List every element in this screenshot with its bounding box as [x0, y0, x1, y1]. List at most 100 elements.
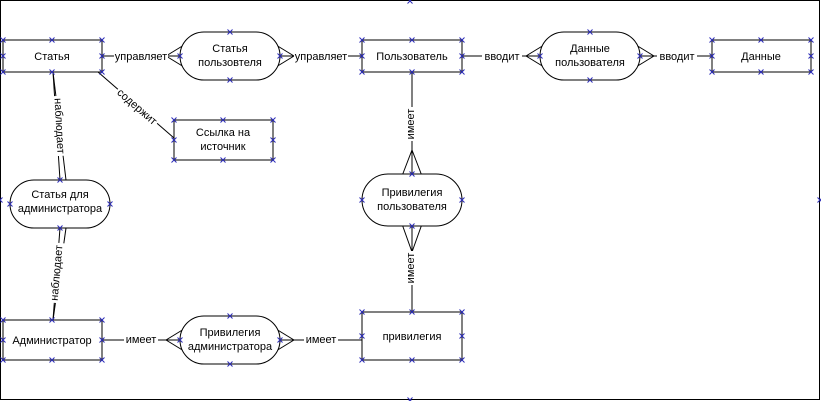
entity-article[interactable]: Статья: [2, 39, 103, 73]
connection-marker: [177, 53, 183, 59]
connection-marker: [408, 397, 413, 401]
relation-label-line2: администратора: [188, 341, 273, 353]
edge-crowfoot: [411, 149, 423, 177]
edge-label-article-observes: наблюдает: [52, 98, 67, 154]
entity-box: [173, 119, 274, 161]
entity-label: Пользователь: [376, 51, 448, 63]
connection-marker: [177, 337, 183, 343]
connection-marker: [709, 53, 715, 59]
connection-marker: [220, 117, 226, 123]
relation-label-line1: Статья для: [31, 189, 88, 201]
connection-marker: [459, 53, 465, 59]
connection-marker: [359, 333, 365, 339]
edge-crowfoot: [275, 55, 295, 68]
relation-shape: [179, 31, 281, 81]
connection-marker: [171, 137, 177, 143]
edge-label-data-enters: вводит: [659, 51, 694, 63]
connection-marker: [0, 53, 6, 59]
connection-marker: [637, 53, 643, 59]
connection-marker: [227, 313, 233, 319]
connection-marker: [270, 137, 276, 143]
edge-label-privilege-has-group: имеет: [404, 251, 417, 285]
connection-marker: [359, 37, 365, 43]
connection-marker: [459, 309, 465, 315]
edge-crowfoot: [275, 339, 295, 352]
relation-label-line2: пользователя: [377, 201, 447, 213]
edge-crowfoot: [165, 339, 185, 352]
connection-marker: [99, 37, 105, 43]
label-bg: [114, 50, 168, 63]
edge-label-admin-observes: наблюдает: [49, 245, 66, 302]
edge-crowfoot: [411, 223, 423, 253]
connection-marker: [359, 53, 365, 59]
connection-marker: [0, 69, 6, 75]
connection-marker: [99, 53, 105, 59]
entity-label: Статья: [34, 51, 70, 63]
connection-marker: [409, 357, 415, 363]
label-bg: [294, 50, 348, 63]
connection-marker: [758, 69, 764, 75]
edge-crowfoot: [165, 44, 185, 57]
connection-marker: [709, 37, 715, 43]
entity-label-line2: источник: [200, 141, 245, 153]
relation-label-line1: Статья: [212, 43, 248, 55]
connection-marker: [409, 171, 415, 177]
connection-marker: [0, 199, 3, 203]
connection-marker: [57, 225, 63, 231]
edge-crowfoot: [635, 55, 655, 68]
connection-marker: [359, 197, 365, 203]
relation-user-data[interactable]: Данные пользователя: [539, 31, 641, 81]
entity-privilege[interactable]: привилегия: [361, 311, 463, 361]
connection-marker: [459, 69, 465, 75]
relation-admin-privilege[interactable]: Привилегия администратора: [179, 315, 281, 365]
connection-marker: [270, 157, 276, 163]
entity-label: Данные: [741, 51, 781, 63]
relation-label-line2: администратора: [18, 203, 103, 215]
connection-marker: [359, 309, 365, 315]
connection-marker: [277, 53, 283, 59]
connection-marker: [49, 37, 55, 43]
entity-source-link[interactable]: Ссылка на источник: [173, 119, 274, 161]
edge-crowfoot: [525, 55, 545, 68]
edge-crowfoot: [635, 44, 655, 57]
connection-marker: [49, 69, 55, 75]
edge-crowfoot: [165, 55, 185, 68]
connection-marker: [0, 357, 6, 363]
connection-marker: [57, 177, 63, 183]
edge-crowfoot: [401, 149, 413, 177]
edge-label-admin-observes-group: наблюдает: [47, 242, 66, 304]
entity-label: Администратор: [12, 335, 91, 347]
relation-shape: [179, 315, 281, 365]
edge-crowfoot: [275, 328, 295, 341]
edge-label-admin-has: имеет: [126, 334, 157, 346]
relation-label-line1: Привилегия: [382, 187, 443, 199]
entity-administrator[interactable]: Администратор: [2, 319, 103, 361]
label-bg: [304, 333, 338, 346]
connection-marker: [537, 53, 543, 59]
relation-user-article[interactable]: Статья пользовтеля: [179, 31, 281, 81]
label-bg: [124, 333, 158, 346]
relation-label-line2: пользователя: [555, 57, 625, 69]
label-bg: [51, 95, 68, 157]
connection-marker: [587, 77, 593, 83]
connection-marker: [359, 69, 365, 75]
connection-marker: [808, 53, 814, 59]
connection-marker: [227, 77, 233, 83]
edge-crowfoot: [165, 328, 185, 341]
edge-label-user-enters: вводит: [484, 51, 519, 63]
connection-marker: [227, 361, 233, 367]
label-bg: [482, 50, 522, 63]
edge-crowfoot: [525, 44, 545, 57]
label-bg: [113, 84, 161, 129]
connection-marker: [49, 317, 55, 323]
connection-marker: [0, 337, 6, 343]
relation-user-privilege[interactable]: Привилегия пользователя: [361, 173, 463, 227]
entity-user[interactable]: Пользователь: [361, 39, 463, 73]
relation-admin-article[interactable]: Статья для администратора: [9, 179, 111, 229]
entity-data[interactable]: Данные: [711, 39, 812, 73]
connection-marker: [49, 357, 55, 363]
connection-marker: [409, 69, 415, 75]
connection-marker: [409, 37, 415, 43]
